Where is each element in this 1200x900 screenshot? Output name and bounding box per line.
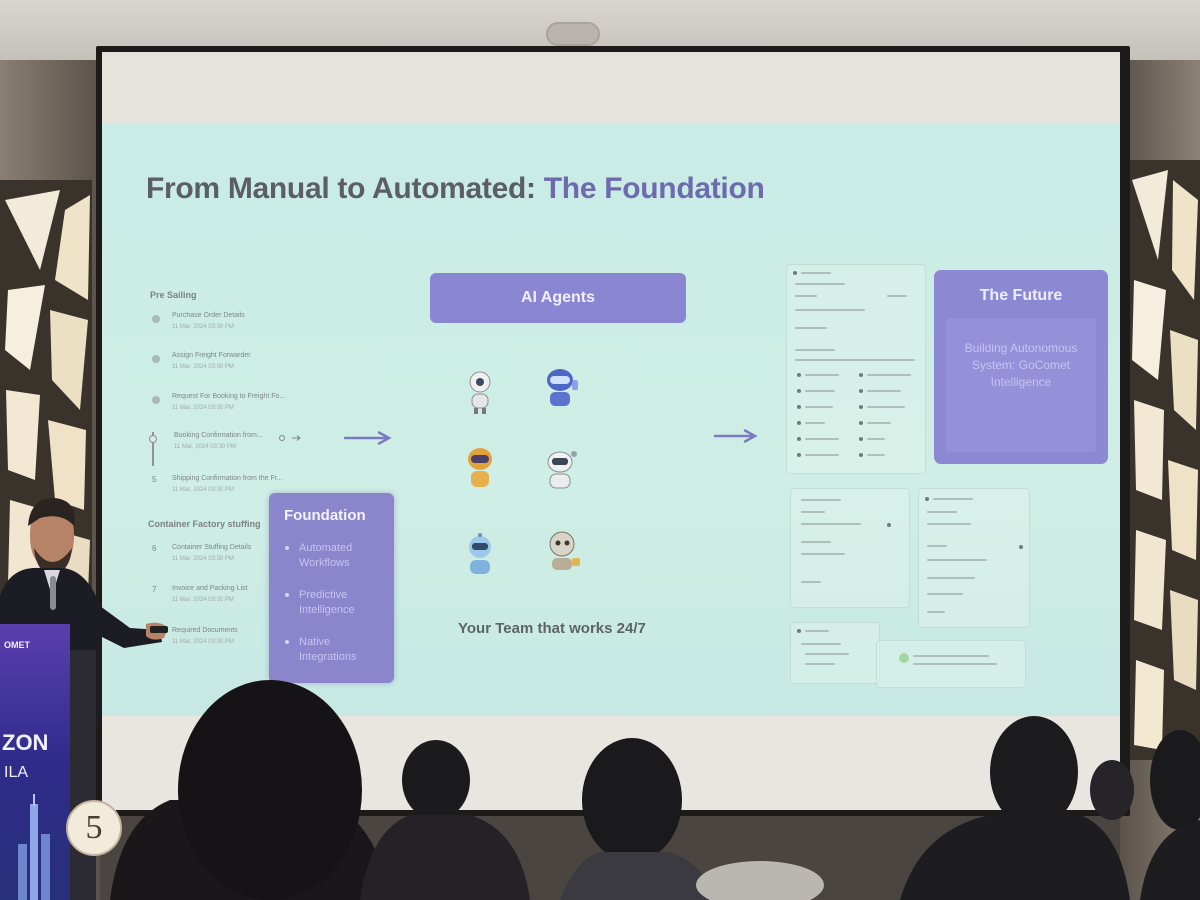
timeline-step: Purchase Order Details 11 Mar, 2024 03:3…	[152, 312, 302, 340]
timeline-step-active: Booking Confirmation from... 11 Mar, 202…	[149, 432, 302, 466]
city-skyline-icon	[18, 794, 50, 900]
robot-agent-icon	[547, 451, 577, 489]
step-dot-icon	[149, 435, 157, 443]
ai-agents-header: AI Agents	[430, 273, 686, 323]
slide-title-prefix: From Manual to Automated:	[146, 172, 536, 205]
future-inner-panel: Building Autonomous System: GoComet Inte…	[946, 318, 1096, 452]
step-date: 11 Mar, 2024 03:30 PM	[172, 405, 234, 411]
foundation-list: Automated Workflows Predictive Intellige…	[285, 541, 390, 682]
foundation-item: Predictive Intelligence	[285, 588, 390, 618]
timeline-step: 6 Container Stuffing Details 11 Mar, 202…	[152, 544, 302, 572]
timeline-section-label: Container Factory stuffing	[148, 519, 261, 529]
future-body: Building Autonomous System: GoComet Inte…	[964, 341, 1078, 389]
robot-agent-icon	[469, 371, 491, 414]
step-date: 11 Mar, 2024 03:30 PM	[172, 487, 234, 493]
step-date: 11 Mar, 2024 03:30 PM	[172, 597, 234, 603]
step-date: 11 Mar, 2024 03:30 PM	[174, 444, 236, 450]
step-name: Request For Booking to Freight Fo...	[172, 393, 286, 400]
ceiling-vent	[546, 22, 600, 46]
foundation-heading: Foundation	[284, 507, 366, 524]
foundation-item: Automated Workflows	[285, 541, 390, 571]
timeline-step: Assign Freight Forwarder 11 Mar, 2024 03…	[152, 352, 302, 380]
podium-event-text: ZON	[2, 730, 49, 755]
timeline-step: Required Documents 11 Mar, 2024 03:30 PM	[152, 627, 302, 655]
step-date: 11 Mar, 2024 03:30 PM	[172, 639, 234, 645]
robot-agent-icon	[549, 531, 580, 570]
dashboard-mockup-panel	[790, 488, 910, 608]
step-dot-icon	[152, 355, 160, 363]
step-name: Container Stuffing Details	[172, 544, 252, 551]
the-future-card: The Future Building Autonomous System: G…	[934, 270, 1108, 464]
right-decor-lattice	[1128, 160, 1200, 760]
step-name: Booking Confirmation from...	[174, 432, 263, 439]
step-name: Shipping Confirmation from the Fr...	[172, 475, 283, 482]
foundation-item: Native Integrations	[285, 635, 390, 665]
audience-silhouettes	[110, 680, 1200, 900]
arrow-right-icon	[713, 429, 758, 443]
step-dot-icon	[152, 396, 160, 404]
slide-title: From Manual to Automated: The Foundation	[146, 172, 765, 206]
podium-side	[66, 650, 96, 900]
step-name: Assign Freight Forwarder	[172, 352, 251, 359]
robot-agent-icon	[547, 369, 578, 406]
future-heading: The Future	[979, 287, 1063, 304]
foundation-card: Foundation Automated Workflows Predictiv…	[269, 493, 394, 683]
step-number: 6	[152, 544, 157, 553]
podium-banner: OMET ZON ILA	[0, 624, 70, 900]
robot-agent-icon	[468, 448, 492, 487]
step-number: 7	[152, 585, 157, 594]
dashboard-mockup-panel	[876, 640, 1026, 688]
step-date: 11 Mar, 2024 03:30 PM	[172, 324, 234, 330]
podium-brand-text: OMET	[4, 640, 30, 650]
step-actions-icon	[279, 435, 301, 441]
dashboard-mockup-panel	[918, 488, 1030, 628]
step-date: 11 Mar, 2024 03:30 PM	[172, 556, 234, 562]
dashboard-dot-icon	[793, 271, 797, 275]
dashboard-mockup-panel	[790, 622, 880, 684]
arrow-right-icon	[343, 431, 392, 445]
timeline-section-label: Pre Sailing	[150, 290, 197, 300]
agents-caption: Your Team that works 24/7	[458, 620, 646, 637]
timeline-step: 5 Shipping Confirmation from the Fr... 1…	[152, 475, 302, 503]
slide-title-accent: The Foundation	[543, 172, 765, 205]
step-date: 11 Mar, 2024 03:30 PM	[172, 364, 234, 370]
timeline-step: 7 Invoice and Packing List 11 Mar, 2024 …	[152, 585, 302, 613]
robot-agent-icon	[469, 533, 491, 574]
ai-agents-heading: AI Agents	[520, 289, 596, 306]
step-name: Required Documents	[172, 627, 238, 634]
step-number: 5	[152, 475, 157, 484]
step-dot-icon	[152, 315, 160, 323]
step-name: Invoice and Packing List	[172, 585, 248, 592]
table-number-sign: 5	[66, 800, 122, 856]
step-name: Purchase Order Details	[172, 312, 245, 319]
dashboard-mockup-panel	[786, 264, 926, 474]
podium-city-text: ILA	[4, 764, 29, 781]
timeline-step: Request For Booking to Freight Fo... 11 …	[152, 393, 302, 421]
